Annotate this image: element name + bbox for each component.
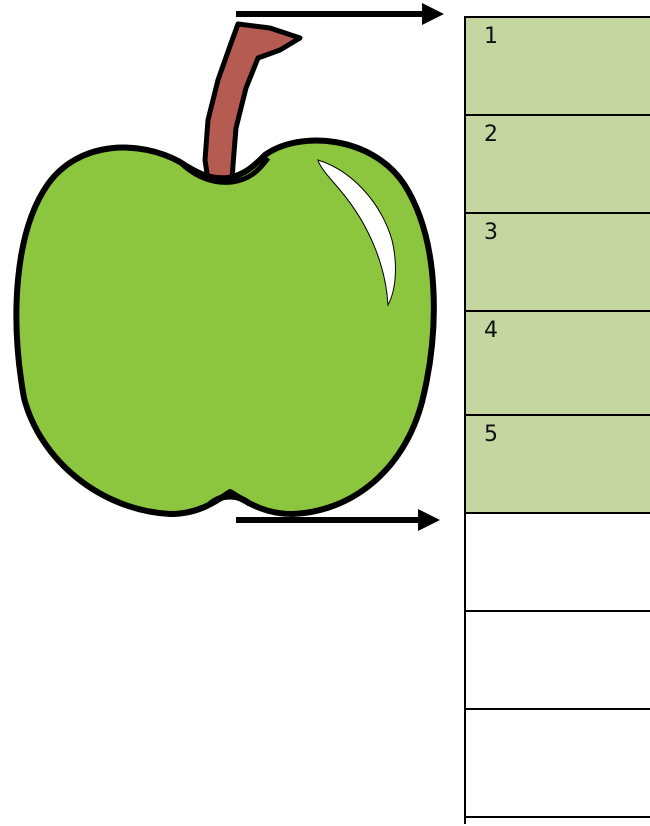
row-cell: 1 (466, 18, 650, 116)
row-cell (466, 514, 650, 612)
row-cell: 5 (466, 416, 650, 514)
top-arrow (236, 3, 444, 25)
row-number: 2 (484, 124, 498, 146)
row-cell (466, 612, 650, 710)
bottom-arrow (236, 509, 440, 531)
row-number: 3 (484, 222, 498, 244)
row-cell: 2 (466, 116, 650, 214)
row-number: 1 (484, 26, 498, 48)
measurement-column: 1 2 3 4 5 (464, 16, 650, 824)
row-cell (466, 710, 650, 818)
row-cell: 4 (466, 312, 650, 416)
row-number: 4 (484, 320, 498, 342)
row-cell: 3 (466, 214, 650, 312)
row-number: 5 (484, 424, 498, 446)
